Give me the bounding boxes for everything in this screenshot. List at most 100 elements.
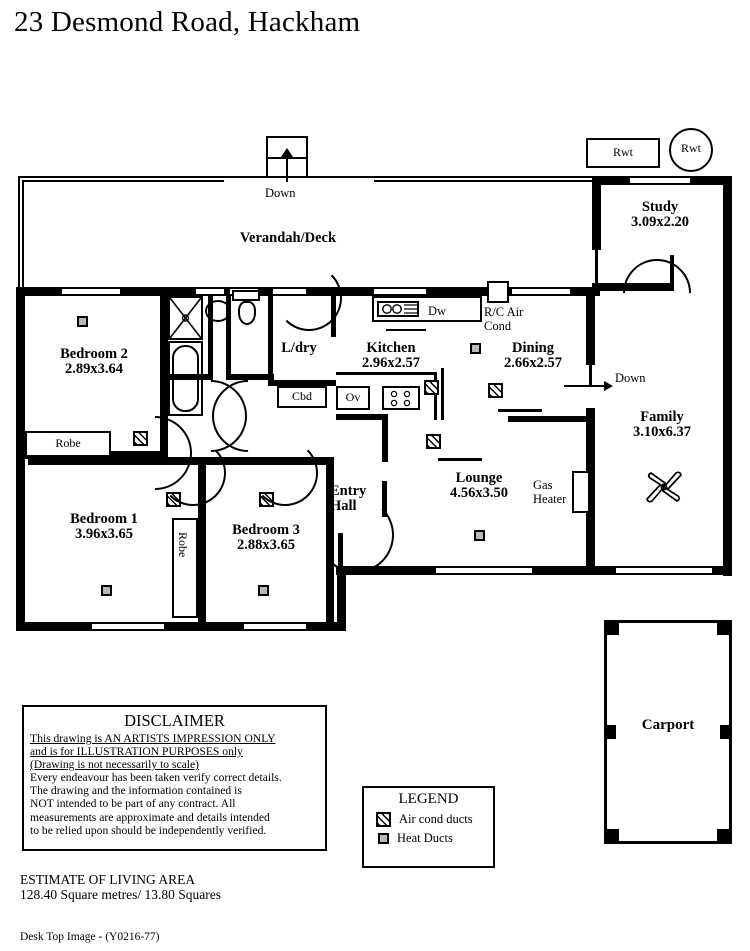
legend-label-heat-duct: Heat Ducts [397,831,453,845]
family-window-south [616,566,712,575]
verandah-wall-top-inner [22,180,224,182]
study-window-top [630,176,690,185]
rainwater-tank-round [669,128,713,172]
laundry-wall-south [268,380,336,386]
kitchen-dim: 2.96x2.57 [362,355,420,371]
dining-dim: 2.66x2.57 [504,355,562,371]
bedroom2-window-north [62,287,120,296]
disclaimer-line-1: This drawing is AN ARTISTS IMPRESSION ON… [30,732,276,745]
heat-duct-icon-bedroom3 [258,585,269,596]
house-wall-south-right [336,566,732,575]
gas-heater-unit [572,471,590,513]
disclaimer-line-6: NOT intended to be part of any contract.… [30,797,236,811]
study-door-leaf [670,255,674,291]
bedroom2-wall-east [160,287,168,457]
bathroom-wall-south [160,374,208,380]
lounge-name: Lounge [455,470,503,486]
air-cond-duct-icon [376,812,391,827]
estimate-line-1: ESTIMATE OF LIVING AREA [20,872,196,887]
bedroom2-dim: 2.89x3.64 [65,361,123,377]
bedroom1-name: Bedroom 1 [70,511,138,527]
kitchen-bench-line-v2 [441,368,444,420]
family-wall-west-upper [586,291,595,365]
air-cond-duct-icon-hall [133,431,148,446]
lounge-floor-line [438,458,482,461]
verandah-wall-left-inner [22,180,24,292]
carport-post-bl [606,829,619,842]
legend-label-air-cond: Air cond ducts [399,812,473,826]
cupboard [277,386,327,408]
family-wall-west-lower [586,408,595,574]
air-cond-duct-icon-dining [488,383,503,398]
disclaimer-line-4: Every endeavour has been taken verify co… [30,771,282,785]
rainwater-tank-rect-label: Rwt [612,145,633,159]
bedroom1-label: Bedroom 1 3.96x3.65 [26,512,182,542]
disclaimer-line-5: The drawing and the information containe… [30,784,242,798]
carport-post-tr [717,622,730,635]
down-arrow-shaft-right [564,385,608,387]
verandah-label: Verandah/Deck [239,230,337,246]
bedroom2-name: Bedroom 2 [60,346,128,362]
kitchen-bench-line-v [434,372,437,420]
entry-hall-name: Entry [330,483,367,499]
front-door-arc [318,497,394,573]
bedroom2-robe [25,431,111,457]
laundry-label: L/dry [281,340,317,356]
bedroom3-dim: 2.88x3.65 [237,537,295,553]
bedroom3-door-arc [252,440,318,506]
disclaimer-title: DISCLAIMER [124,711,225,730]
heat-duct-icon-lounge [474,530,485,541]
study-dim: 3.09x2.20 [631,214,689,230]
heat-duct-icon-dining [470,343,481,354]
dining-label: Dining 2.66x2.57 [478,341,588,371]
front-door-leaf [338,533,343,571]
ceiling-fan-icon [646,471,682,503]
study-door-arc [608,244,706,342]
verandah-wall-top-inner-right [374,180,592,182]
disclaimer-line-2: and is for ILLUSTRATION PURPOSES only [30,745,243,759]
entry-hall-wall-stub [382,481,387,517]
cooktop-burners-icon [390,390,411,407]
study-label: Study 3.09x2.20 [600,200,720,230]
bedroom3-name: Bedroom 3 [232,522,300,538]
carport-post-mr [720,725,730,739]
bedroom2-label: Bedroom 2 2.89x3.64 [26,347,162,377]
bedroom1-window-south [92,622,164,631]
disclaimer-line-7: measurements are approximate and details… [30,810,270,824]
dishwasher-label: Dw [428,304,447,318]
rc-air-cond-label-1: R/C Air [484,305,524,319]
air-cond-duct-icon-lounge [426,434,441,449]
wc-wall-south [226,374,274,380]
legend-item-heat-duct: Heat Ducts [376,831,493,846]
kitchen-bench-north [372,296,482,322]
bedroom1-3-divider [198,457,206,625]
family-label: Family 3.10x6.37 [600,410,724,440]
rc-air-cond-label-2: Cond [484,319,512,333]
oven [336,386,370,410]
carport-post-ml [606,725,616,739]
verandah-wall-left [18,176,20,294]
bedroom3-label: Bedroom 3 2.88x3.65 [206,523,326,553]
heat-duct-icon [378,833,389,844]
bathroom-window-north [196,287,224,296]
east-exterior-wall [723,176,732,576]
rainwater-tank-rect [586,138,660,168]
cooktop-icon [382,386,420,410]
study-wall-west-opening [595,250,598,290]
house-wall-jog [337,566,346,626]
air-cond-duct-icon-kitchen [424,380,439,395]
bedroom3-wall-east [326,457,334,625]
kitchen-bench-line-h [336,372,436,375]
legend-panel: LEGEND Air cond ducts Heat Ducts [362,786,495,868]
disclaimer-panel: DISCLAIMER This drawing is AN ARTISTS IM… [22,705,327,851]
study-wall-west-upper [592,176,601,250]
footer-text: Desk Top Image - (Y0216-77) [20,931,160,943]
bedroom3-window-south [244,622,306,631]
kitchen-window-north [374,287,426,296]
dining-wall-south [508,416,592,422]
cupboard-label: Cbd [291,389,312,403]
lounge-dim: 4.56x3.50 [450,485,508,501]
estimate-line-2: 128.40 Square metres/ 13.80 Squares [20,887,221,902]
laundry-wall-west [268,287,273,380]
